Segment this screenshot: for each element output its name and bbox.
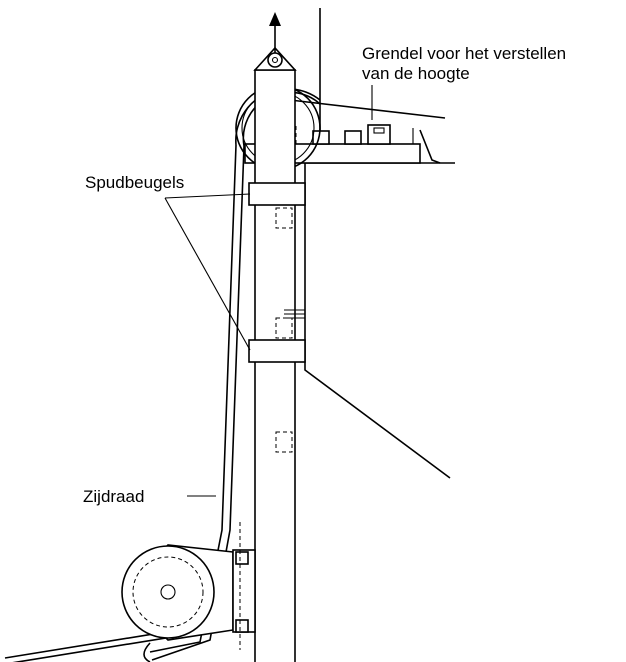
spud-pole [253,12,305,662]
leader-lines [164,193,251,497]
label-grendel-line1: Grendel voor het verstellen [362,44,566,63]
label-spudbeugels: Spudbeugels [85,173,184,192]
leader-line-spudbeugels-upper [164,193,251,199]
label-zijdraad: Zijdraad [83,487,144,506]
arrow-up-icon [269,12,281,26]
winch-drum [121,522,256,662]
spud-bracket-lower [248,339,306,363]
label-grendel-line2: van de hoogte [362,64,470,83]
leader-line-spudbeugels-lower [164,197,251,351]
spud-bracket-upper [248,182,306,206]
spud-brackets [248,182,306,363]
